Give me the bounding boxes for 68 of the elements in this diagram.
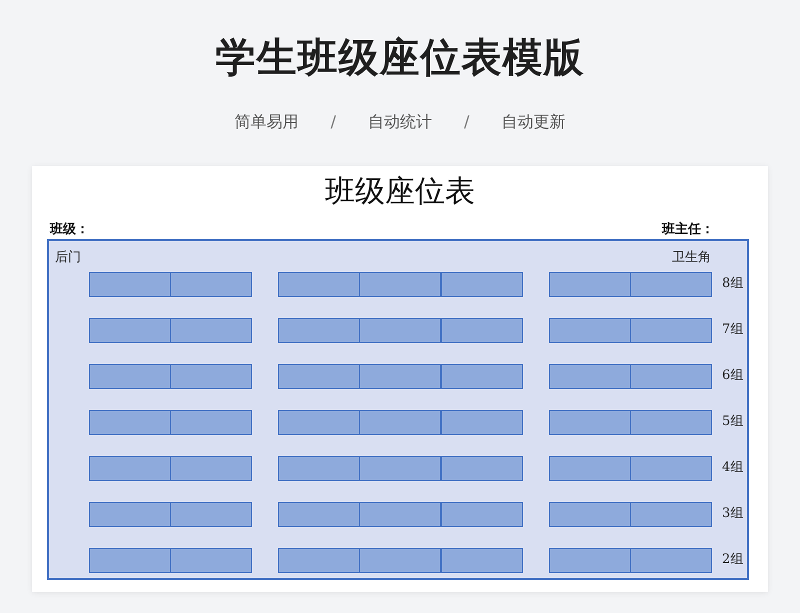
desk-seat: [170, 272, 252, 297]
desk-seat: [359, 318, 441, 343]
desk-seat: [630, 456, 712, 481]
desk-seat: [278, 410, 360, 435]
group-label: 2组: [722, 552, 744, 568]
separator-slash: /: [464, 112, 470, 133]
desk-seat: [441, 364, 523, 389]
sheet-title: 班级座位表: [324, 173, 476, 211]
desk-seat: [359, 410, 441, 435]
desk-seat: [630, 548, 712, 573]
desk-seat: [359, 456, 441, 481]
desk-seat: [549, 502, 631, 527]
desk-seat: [549, 456, 631, 481]
desk-seat: [359, 364, 441, 389]
desk-seat: [89, 318, 171, 343]
door-label: 后门: [55, 250, 81, 266]
desk-seat: [441, 548, 523, 573]
page-title: 学生班级座位表模版: [216, 35, 584, 81]
group-label: 3组: [722, 506, 744, 522]
desk-seat: [170, 318, 252, 343]
desk-seat: [278, 548, 360, 573]
feature-tag: 简单易用: [234, 112, 299, 133]
desk-seat: [278, 456, 360, 481]
group-label: 5组: [722, 414, 744, 430]
classroom-panel: [47, 239, 749, 580]
desk-seat: [170, 456, 252, 481]
field-label: 班级：: [50, 221, 89, 238]
desk-seat: [89, 410, 171, 435]
group-label: 7组: [722, 322, 744, 338]
desk-seat: [278, 318, 360, 343]
desk-seat: [170, 410, 252, 435]
group-label: 4组: [722, 460, 744, 476]
desk-seat: [359, 502, 441, 527]
desk-seat: [89, 456, 171, 481]
desk-seat: [278, 364, 360, 389]
desk-seat: [89, 548, 171, 573]
desk-seat: [630, 410, 712, 435]
feature-tag: 自动统计: [368, 112, 432, 133]
desk-seat: [549, 548, 631, 573]
desk-seat: [441, 456, 523, 481]
desk-seat: [278, 272, 360, 297]
desk-seat: [441, 410, 523, 435]
desk-seat: [89, 364, 171, 389]
desk-seat: [441, 318, 523, 343]
group-label: 6组: [722, 368, 744, 384]
desk-seat: [549, 410, 631, 435]
separator-slash: /: [330, 112, 336, 133]
desk-seat: [441, 502, 523, 527]
desk-seat: [278, 502, 360, 527]
desk-seat: [630, 364, 712, 389]
field-label: 班主任：: [662, 220, 714, 238]
desk-seat: [170, 502, 252, 527]
desk-seat: [549, 364, 631, 389]
desk-seat: [359, 272, 441, 297]
desk-seat: [630, 318, 712, 343]
desk-seat: [89, 502, 171, 527]
desk-seat: [549, 272, 631, 297]
desk-seat: [441, 272, 523, 297]
desk-seat: [89, 272, 171, 297]
desk-seat: [170, 548, 252, 573]
desk-seat: [359, 548, 441, 573]
desk-seat: [630, 272, 712, 297]
feature-tag: 自动更新: [501, 112, 566, 133]
group-label: 8组: [722, 276, 744, 292]
desk-seat: [549, 318, 631, 343]
corner-label: 卫生角: [672, 250, 711, 266]
desk-seat: [170, 364, 252, 389]
desk-seat: [630, 502, 712, 527]
